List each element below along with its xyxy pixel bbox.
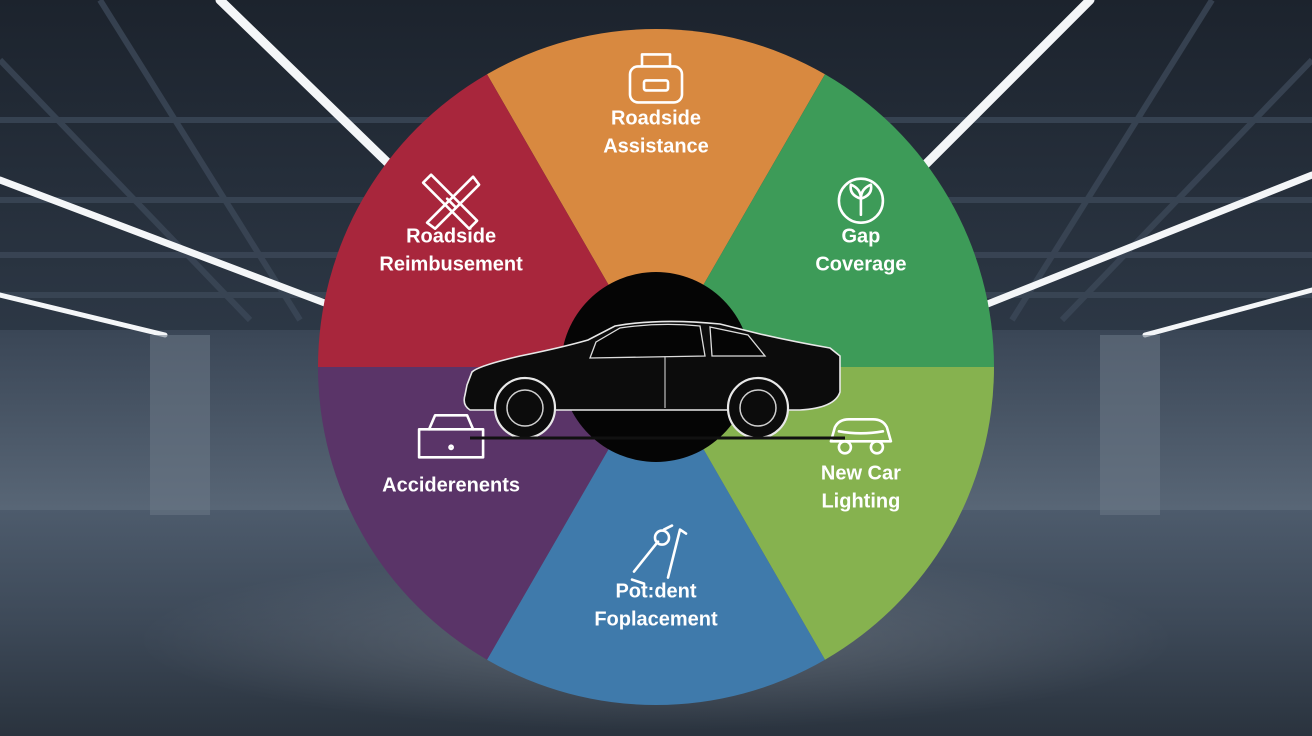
car-silhouette-icon	[463, 320, 845, 440]
case-icon	[417, 413, 485, 459]
toolbox-icon	[628, 53, 684, 104]
car-outline-icon	[829, 417, 893, 455]
bandage-icon	[421, 173, 481, 230]
segment-wedge-new-car-lighting	[656, 367, 994, 660]
leaf-badge-icon	[837, 177, 885, 224]
segment-wedge-gap-coverage	[656, 74, 994, 367]
segment-wedge-roadside-reimbusement	[318, 74, 656, 367]
segment-label: Acciderenents	[382, 474, 520, 496]
segment-acciderenents: Acciderenents	[318, 367, 656, 660]
segment-wedge-roadside-assistance	[487, 29, 825, 367]
segment-wedge-acciderenents	[318, 367, 656, 660]
tools-icon	[630, 524, 688, 585]
